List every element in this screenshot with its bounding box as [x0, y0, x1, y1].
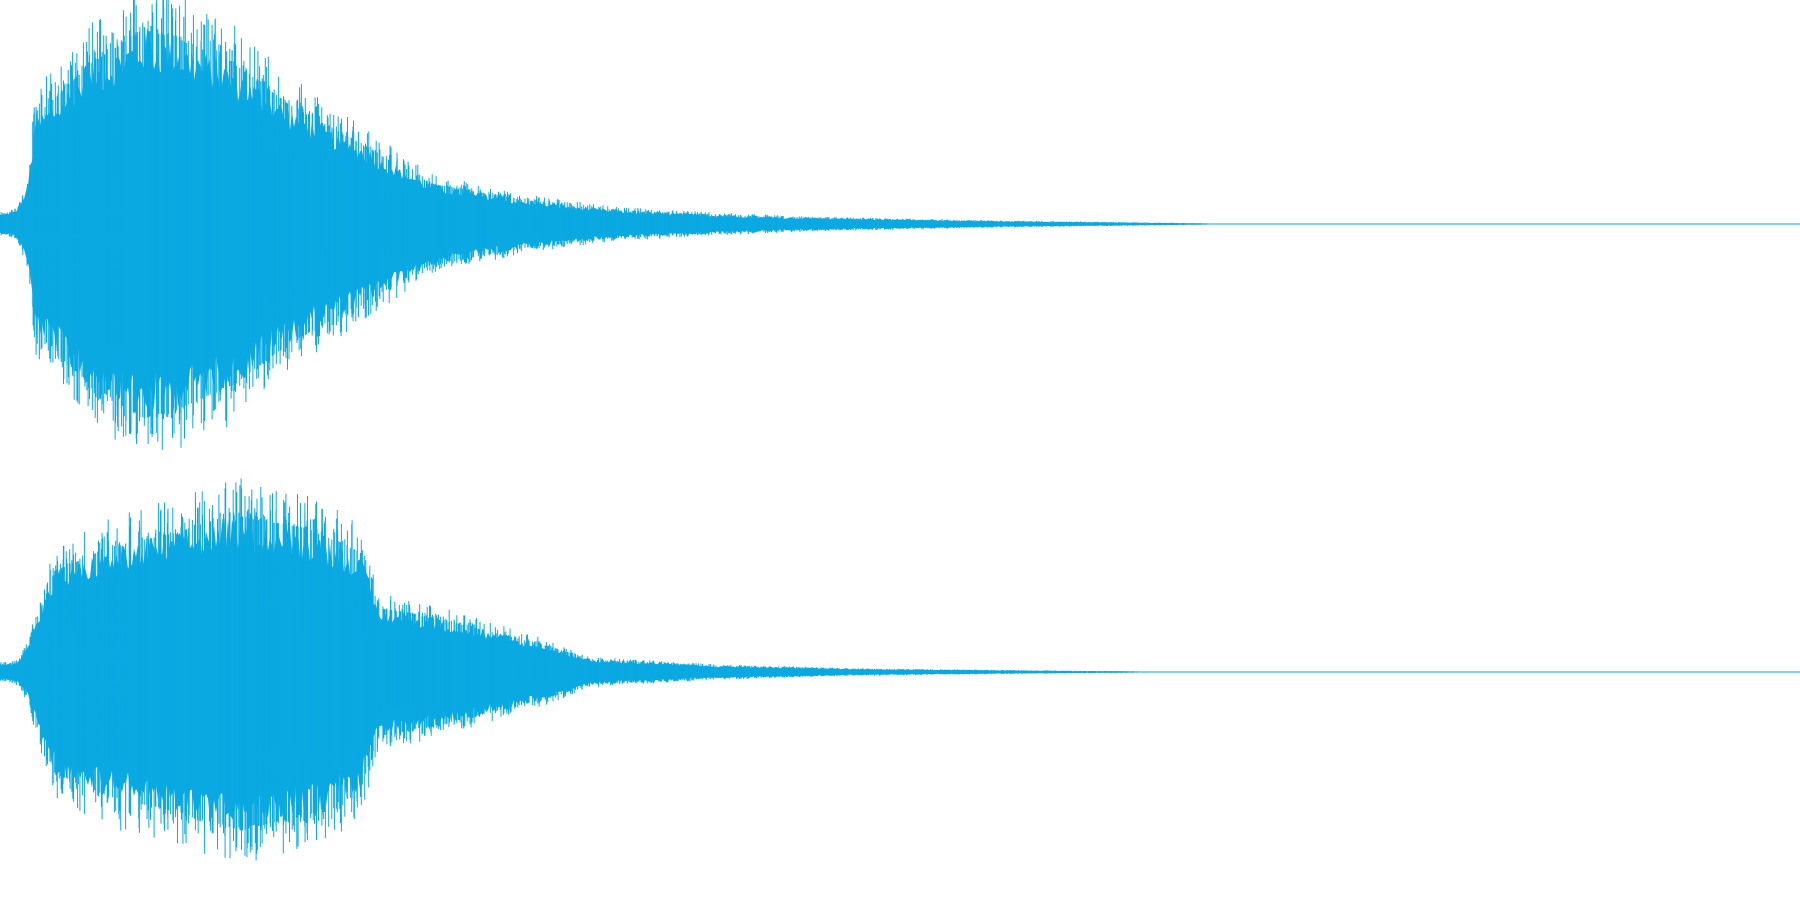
channel-1-waveform — [0, 0, 1800, 450]
channel-2-transients — [0, 478, 1138, 861]
channel-1-transients — [0, 0, 1205, 450]
channel-2-waveform — [0, 478, 1800, 861]
channel-1-envelope — [0, 31, 1800, 411]
